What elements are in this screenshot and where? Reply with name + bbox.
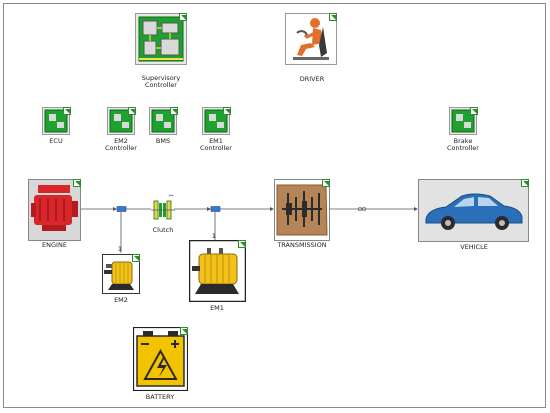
em2-label: EM2 (114, 296, 128, 304)
block-flag-icon (132, 254, 140, 262)
coupling-2 (210, 206, 221, 212)
bms-label: BMS (155, 137, 171, 145)
arrowhead-engine (113, 207, 117, 211)
em2-block[interactable] (102, 254, 140, 294)
driver-block[interactable] (285, 13, 337, 65)
block-flag-icon (73, 179, 81, 187)
arrowhead-vehicle (414, 207, 418, 211)
electric-motor-icon (189, 240, 246, 302)
em2-port-label: 1 (117, 245, 123, 253)
clutch-label: Clutch (152, 226, 174, 234)
em1-controller-label: EM1 Controller (200, 137, 232, 152)
transmission-label: TRANSMISSION (277, 241, 327, 249)
battery-block[interactable] (133, 327, 188, 391)
ecu-label: ECU (49, 137, 63, 145)
vehicle-block[interactable] (418, 179, 529, 242)
arrowhead-transmission (270, 207, 274, 211)
driver-label: DRIVER (299, 75, 325, 83)
transmission-block[interactable] (274, 179, 330, 241)
diagram-canvas: Supervisory Controller DRIVER ECU (3, 3, 546, 408)
block-flag-icon (322, 179, 330, 187)
em1-port-label: 1 (211, 232, 217, 240)
shaft-joint-1 (357, 206, 363, 212)
em1-controller-block[interactable] (202, 107, 231, 135)
engine-label: ENGINE (42, 241, 67, 249)
car-icon (418, 179, 529, 242)
circuit-board-icon (135, 13, 187, 65)
supervisory-controller-block[interactable] (135, 13, 187, 65)
driver-seated-icon (285, 13, 337, 65)
block-flag-icon (128, 107, 136, 115)
vehicle-label: VEHICLE (460, 243, 488, 251)
block-flag-icon (170, 107, 178, 115)
bms-block[interactable] (149, 107, 178, 135)
block-flag-icon (470, 107, 478, 115)
em2-controller-label: EM2 Controller (105, 137, 137, 152)
em1-label: EM1 (210, 304, 224, 312)
connections (81, 206, 418, 253)
block-flag-icon (180, 327, 188, 335)
supervisory-controller-label: Supervisory Controller (141, 74, 181, 89)
em2-controller-block[interactable] (107, 107, 136, 135)
clutch-icon (151, 194, 175, 220)
block-flag-icon (329, 13, 337, 21)
arrowhead-clutch (207, 207, 211, 211)
brake-controller-block[interactable] (449, 107, 478, 135)
shaft-joint-2 (361, 206, 367, 212)
battery-icon (133, 327, 188, 391)
block-flag-icon (223, 107, 231, 115)
block-flag-icon (521, 179, 529, 187)
ecu-block[interactable] (42, 107, 71, 135)
engine-block[interactable] (28, 179, 81, 241)
em1-block[interactable] (189, 240, 246, 302)
block-flag-icon (238, 240, 246, 248)
chip-icon (107, 107, 135, 135)
gearbox-icon (274, 179, 330, 241)
chip-icon (42, 107, 70, 135)
block-flag-icon (179, 13, 187, 21)
engine-icon (28, 179, 81, 241)
battery-label: BATTERY (145, 393, 175, 401)
block-flag-icon (63, 107, 71, 115)
coupling-1 (116, 206, 127, 212)
clutch-block[interactable] (151, 194, 175, 224)
brake-controller-label: Brake Controller (447, 137, 479, 152)
